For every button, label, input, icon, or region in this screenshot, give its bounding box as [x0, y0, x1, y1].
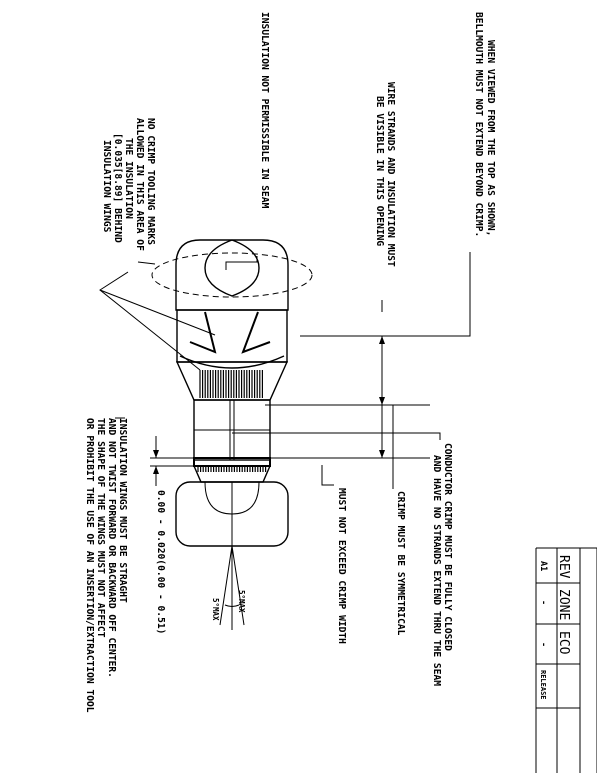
crimp-edge-band — [193, 457, 271, 467]
dimension-lines — [150, 335, 430, 630]
rev-value: A1 — [538, 561, 548, 571]
angle-label-top: 5°MAX — [237, 590, 246, 613]
insulation-wing-right — [241, 311, 271, 354]
note-symmetrical: CRIMP MUST BE SYMMETRICAL — [395, 491, 406, 636]
leader-tooling-a — [99, 271, 201, 371]
wire-strands-upper — [199, 370, 263, 398]
leader-bellmouth — [367, 252, 471, 337]
note-wings: INSULATION WINGS MUST BE STRAGHT AND NOT… — [84, 418, 128, 713]
leader-tooling-b — [99, 289, 216, 336]
leader-seam — [225, 256, 258, 270]
tooling-mark-zone — [151, 252, 313, 298]
note-bellmouth: WHEN VIEWED FROM THE TOP AS SHOWN, BELLM… — [473, 12, 496, 237]
zone-value: - — [538, 600, 548, 605]
zone-header: ZONE — [556, 589, 571, 620]
revision-table: REV ZONE ECO A1 - - RELEASE — [535, 547, 597, 773]
note-tooling: NO CRIMP TOOLING MARKS ALLOWED IN THIS A… — [101, 118, 156, 251]
note-tooling-line1: NO CRIMP TOOLING MARKS — [145, 118, 156, 245]
dimension-text: 0.00 - 0.020(0.00 - 0.51) — [155, 490, 166, 634]
note-tooling-line5: INSULATION WINGS — [101, 140, 112, 233]
eco-header: ECO — [556, 631, 571, 655]
note-width: MUST NOT EXCEED CRIMP WIDTH — [336, 488, 347, 644]
wire-end-lobes — [204, 239, 260, 297]
angle-label-bottom: 5°MAX — [211, 598, 220, 621]
note-seam: INSULATION NOT PERMISSIBLE IN SEAM — [259, 12, 270, 209]
leader-tooling-c — [137, 261, 156, 265]
wire-strands-lower — [197, 466, 267, 472]
insulation-crimp-body — [176, 309, 288, 363]
note-strands-line1: WIRE STRANDS AND INSULATION MUST — [385, 82, 396, 267]
leader-width — [321, 465, 334, 486]
note-tooling-line3: THE INSULATION — [123, 138, 134, 219]
note-bellmouth-line2: BELLMOUTH MUST NOT EXTEND BEYOND CRIMP. — [473, 12, 484, 237]
note-wings-line2: AND NOT TWIST FORWARD OR BACKWARD OFF CE… — [106, 418, 117, 678]
insulation-wing-left — [189, 311, 217, 354]
note-tooling-line2: ALLOWED IN THIS AREA OF — [134, 118, 145, 251]
rev-header: REV — [556, 555, 571, 579]
insulation-wing-curve — [179, 355, 285, 369]
description-value: RELEASE — [539, 670, 547, 700]
note-strands: WIRE STRANDS AND INSULATION MUST BE VISI… — [374, 82, 396, 267]
leader-conductor — [232, 432, 441, 440]
note-bellmouth-line1: WHEN VIEWED FROM THE TOP AS SHOWN, — [485, 40, 496, 236]
note-tooling-line4: [0.035[8.89] BEHIND — [112, 133, 123, 243]
wire-insulation — [175, 239, 289, 311]
leader-symmetrical — [265, 404, 394, 489]
eco-value: - — [538, 642, 548, 647]
crimp-terminal — [151, 239, 313, 547]
note-conductor-line1: CONDUCTOR CRIMP MUST BE FULLY CLOSED — [442, 443, 453, 651]
note-strands-line2: BE VISIBLE IN THIS OPENING — [374, 96, 385, 246]
note-wings-line3: THE SHAPE OF THE WINGS MUST NOT AFFECT — [95, 418, 106, 638]
note-conductor-line2: AND HAVE NO STRANDS EXTEND THRU THE SEAM — [431, 455, 442, 686]
note-wings-line4: OR PROHIBIT THE USE OF AN INSERTION/EXTR… — [84, 418, 95, 713]
note-wings-line1: INSULATION WINGS MUST BE STRAGHT — [117, 418, 128, 603]
note-conductor: CONDUCTOR CRIMP MUST BE FULLY CLOSED AND… — [431, 443, 453, 686]
